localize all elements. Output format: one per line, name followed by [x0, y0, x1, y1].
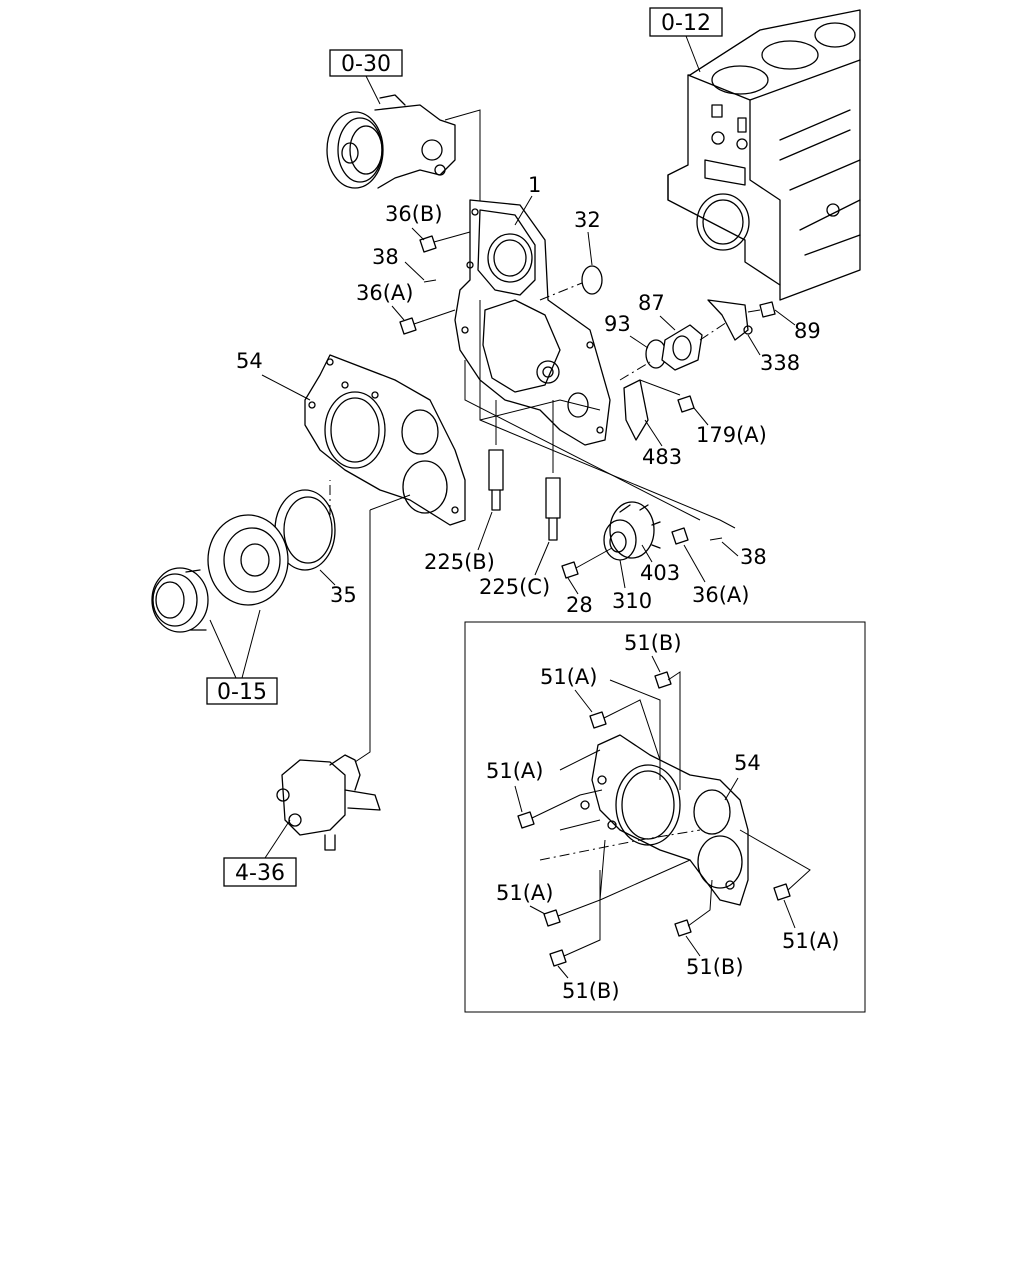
callout-38-top[interactable]: 38 — [372, 245, 399, 269]
callout-225b[interactable]: 225(B) — [424, 550, 495, 574]
ref-pulley-label[interactable]: 0-15 — [217, 680, 267, 705]
callout-89[interactable]: 89 — [794, 319, 821, 343]
callout-36a-bottom[interactable]: 36(A) — [692, 583, 749, 607]
steering-pump: 4-36 — [223, 494, 411, 887]
inset-callout-51a-2[interactable]: 51(A) — [486, 759, 543, 783]
callout-338[interactable]: 338 — [760, 351, 800, 375]
crank-pulley: 0-15 — [151, 514, 289, 705]
engine-block: 0-12 — [649, 7, 861, 301]
small-parts — [329, 231, 776, 579]
callout-35[interactable]: 35 — [330, 583, 357, 607]
callout-36b[interactable]: 36(B) — [385, 202, 443, 226]
water-pump: 0-30 — [326, 49, 481, 300]
inset-callout-54[interactable]: 54 — [734, 751, 761, 775]
callout-28[interactable]: 28 — [566, 593, 593, 617]
ref-block-label[interactable]: 0-12 — [661, 11, 711, 36]
ref-steering-pump-label[interactable]: 4-36 — [235, 861, 285, 886]
callout-32[interactable]: 32 — [574, 208, 601, 232]
oil-seal-35 — [274, 489, 336, 571]
callout-403[interactable]: 403 — [640, 561, 680, 585]
inset-callout-51a-1[interactable]: 51(A) — [540, 665, 597, 689]
callout-483[interactable]: 483 — [642, 445, 682, 469]
inset-callout-51b-top[interactable]: 51(B) — [624, 631, 682, 655]
inset-detail: 51(B) 51(A) 51(A) 54 51(A) 51(A) 51(B) 5… — [464, 621, 866, 1013]
callout-labels: 1 36(B) 38 36(A) 32 87 89 93 338 54 179(… — [236, 173, 821, 617]
inset-callout-51b-bottom-right[interactable]: 51(B) — [686, 955, 744, 979]
inset-callout-51b-bottom[interactable]: 51(B) — [562, 979, 620, 1003]
timing-case — [454, 199, 611, 446]
callout-225c[interactable]: 225(C) — [479, 575, 550, 599]
callout-310[interactable]: 310 — [612, 589, 652, 613]
callout-1[interactable]: 1 — [528, 173, 541, 197]
ref-pump-label[interactable]: 0-30 — [341, 52, 391, 77]
callout-87[interactable]: 87 — [638, 291, 665, 315]
inset-callout-51a-4[interactable]: 51(A) — [782, 929, 839, 953]
callout-38-bottom[interactable]: 38 — [740, 545, 767, 569]
callout-93[interactable]: 93 — [604, 312, 631, 336]
gasket-54 — [304, 354, 466, 526]
callout-54[interactable]: 54 — [236, 349, 263, 373]
callout-179a[interactable]: 179(A) — [696, 423, 767, 447]
inset-callout-51a-3[interactable]: 51(A) — [496, 881, 553, 905]
callout-36a-top[interactable]: 36(A) — [356, 281, 413, 305]
